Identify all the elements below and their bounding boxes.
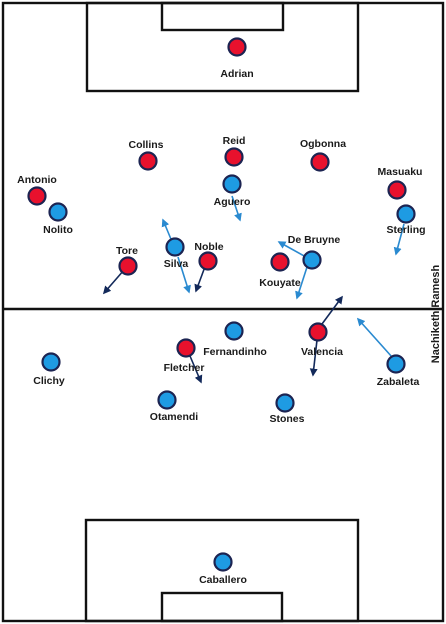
- player-nolito: Nolito: [43, 202, 73, 236]
- player-zabaleta: Zabaleta: [377, 354, 420, 388]
- player-marker-blue: [275, 393, 295, 413]
- arrow-sterling: [393, 223, 405, 256]
- player-marker-blue: [48, 202, 68, 222]
- arrow-debruyne-down: [295, 263, 309, 300]
- player-marker-red: [310, 152, 330, 172]
- player-adrian: Adrian: [220, 37, 254, 80]
- player-marker-blue: [213, 552, 233, 572]
- player-caballero: Caballero: [199, 552, 247, 586]
- player-name-label: Fletcher: [164, 362, 205, 374]
- player-de-bruyne: De Bruyne: [288, 234, 341, 270]
- player-marker-red: [27, 186, 47, 206]
- player-masuaku: Masuaku: [378, 166, 423, 200]
- player-marker-red: [224, 147, 244, 167]
- player-marker-blue: [157, 390, 177, 410]
- arrow-aguero: [231, 195, 242, 222]
- player-clichy: Clichy: [33, 352, 65, 387]
- player-name-label: Adrian: [220, 68, 253, 80]
- player-marker-blue: [396, 204, 416, 224]
- player-name-label: Reid: [223, 135, 246, 147]
- arrow-tore: [102, 269, 125, 295]
- player-name-label: Tore: [116, 245, 138, 257]
- player-reid: Reid: [223, 135, 246, 167]
- player-marker-red: [270, 252, 290, 272]
- player-otamendi: Otamendi: [150, 390, 199, 423]
- player-fletcher: Fletcher: [164, 338, 205, 374]
- player-name-label: Fernandinho: [203, 346, 267, 358]
- player-tore: Tore: [116, 245, 138, 276]
- top-goal-box: [160, 1, 285, 32]
- credit-text: Nachiketh Ramesh: [430, 265, 442, 364]
- arrow-zabaleta: [356, 317, 393, 358]
- player-marker-red: [387, 180, 407, 200]
- arrow-fletcher: [189, 355, 203, 384]
- player-fernandinho: Fernandinho: [203, 321, 267, 358]
- player-name-label: Aguero: [214, 196, 251, 208]
- player-collins: Collins: [128, 139, 164, 171]
- player-name-label: Antonio: [17, 174, 57, 186]
- player-marker-red: [138, 151, 158, 171]
- player-name-label: Silva: [164, 258, 189, 270]
- player-name-label: Zabaleta: [377, 376, 420, 388]
- movement-arrows: [102, 195, 405, 384]
- player-marker-blue: [41, 352, 61, 372]
- player-marker-blue: [224, 321, 244, 341]
- player-antonio: Antonio: [17, 174, 57, 206]
- player-name-label: Otamendi: [150, 411, 199, 423]
- player-valencia: Valencia: [301, 322, 343, 358]
- player-ogbonna: Ogbonna: [300, 138, 346, 172]
- player-marker-blue: [302, 250, 322, 270]
- arrow-valencia-up: [321, 295, 343, 325]
- player-marker-blue: [386, 354, 406, 374]
- player-aguero: Aguero: [214, 174, 251, 208]
- player-noble: Noble: [194, 241, 224, 271]
- player-name-label: Ogbonna: [300, 138, 346, 150]
- player-name-label: Caballero: [199, 574, 247, 586]
- arrow-silva-down: [177, 256, 191, 294]
- player-name-label: Masuaku: [378, 166, 423, 178]
- arrow-debruyne-back: [277, 241, 307, 258]
- player-name-label: Kouyate: [259, 277, 301, 289]
- player-marker-red: [198, 251, 218, 271]
- player-name-label: De Bruyne: [288, 234, 341, 246]
- player-silva: Silva: [164, 237, 189, 270]
- player-marker-blue: [165, 237, 185, 257]
- player-marker-red: [176, 338, 196, 358]
- player-marker-red: [308, 322, 328, 342]
- player-marker-red: [227, 37, 247, 57]
- bottom-goal-box: [160, 591, 284, 623]
- player-name-label: Sterling: [386, 224, 425, 236]
- player-name-label: Stones: [269, 413, 304, 425]
- player-marker-blue: [222, 174, 242, 194]
- player-name-label: Nolito: [43, 224, 73, 236]
- player-name-label: Noble: [194, 241, 223, 253]
- player-stones: Stones: [269, 393, 305, 425]
- player-name-label: Valencia: [301, 346, 343, 358]
- player-sterling: Sterling: [386, 204, 426, 236]
- arrow-valencia-down: [309, 339, 318, 377]
- player-name-label: Clichy: [33, 375, 65, 387]
- player-kouyate: Kouyate: [259, 252, 301, 289]
- player-name-label: Collins: [128, 139, 163, 151]
- player-marker-red: [118, 256, 138, 276]
